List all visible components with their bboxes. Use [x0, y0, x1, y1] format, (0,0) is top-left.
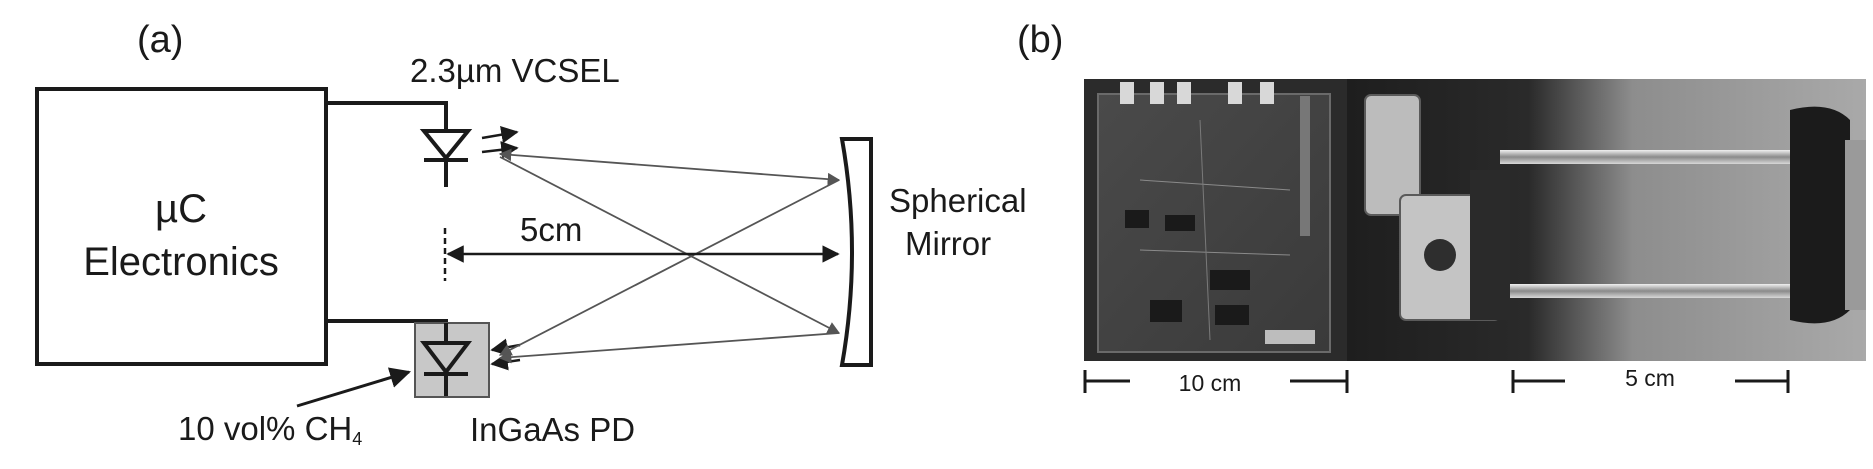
vcsel-diode-symbol	[419, 103, 519, 187]
spherical-mirror	[839, 137, 873, 367]
gas-pointer-arrow	[296, 367, 412, 408]
photodiode-label: InGaAs PD	[470, 411, 635, 448]
vcsel-label: 2.3µm VCSEL	[410, 52, 620, 89]
electronics-label-line1: µC	[155, 187, 207, 231]
wire-to-vcsel	[326, 101, 448, 128]
panel-a: (a) µC Electronics 2.3µm VCSEL InGaA	[35, 19, 1027, 449]
photo-electronics-board	[1084, 79, 1347, 361]
gas-cell	[414, 322, 490, 398]
gas-label: 10 vol% CH4	[178, 410, 362, 449]
mirror-label-line2: Mirror	[905, 225, 991, 262]
panel-b: (b)	[1017, 19, 1866, 396]
mirror-label-line1: Spherical	[889, 182, 1027, 219]
distance-label: 5cm	[520, 211, 582, 248]
optical-beams	[498, 148, 841, 364]
electronics-box	[35, 87, 328, 366]
scale-label-left: 10 cm	[1179, 370, 1242, 396]
photo-optical-assembly	[1347, 79, 1866, 361]
electronics-label-line2: Electronics	[83, 240, 279, 284]
panel-b-label: (b)	[1017, 19, 1063, 61]
scale-bar-left	[1083, 370, 1349, 393]
scale-label-right: 5 cm	[1625, 365, 1675, 391]
panel-a-label: (a)	[137, 19, 183, 61]
scale-bar-right	[1511, 370, 1790, 393]
